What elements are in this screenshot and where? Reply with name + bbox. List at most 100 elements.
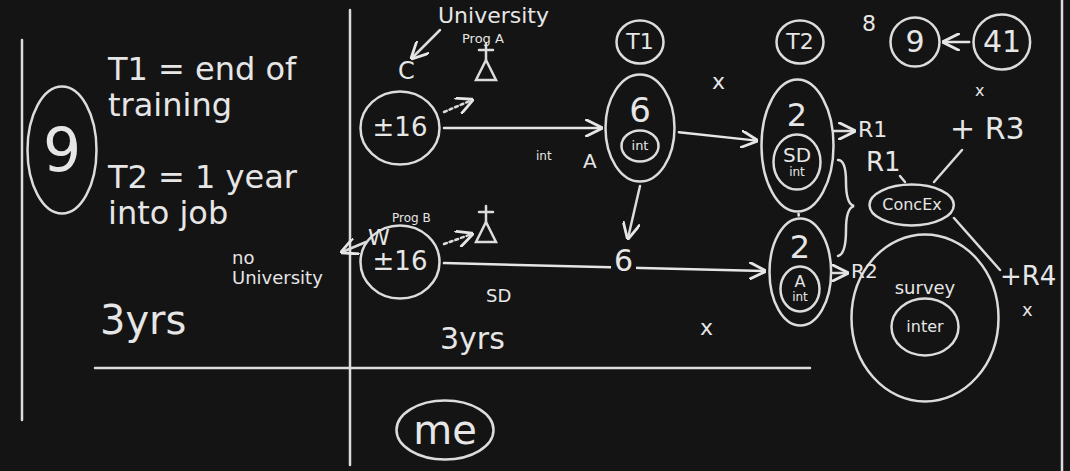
chalk-label: Prog B [392,212,431,225]
chalk-label: x [712,70,725,95]
chalk-line [1061,0,1064,471]
chalk-label: x [700,316,713,341]
chalk-ellipse [361,226,440,299]
a-circle: Aint [779,265,821,313]
node-text: 6 [629,93,651,129]
chalk-label: W [368,226,390,251]
chalk-line [476,60,496,80]
node-text: 41 [983,26,1021,58]
chalk-arrow [797,214,800,215]
node-text: T2 [786,30,813,53]
node-text: 9 [905,26,924,58]
chalk-ellipse [774,134,821,189]
node-text: 2 [790,231,810,265]
chalk-label: University [438,4,549,29]
node-outline [850,233,1000,403]
chalk-arrow [444,263,765,271]
chalk-ellipse [891,18,940,67]
chalk-arrow [679,132,757,140]
pointer-arrow [444,234,472,244]
chalk-ellipse [397,401,494,460]
callout-number: 9 [889,16,941,68]
me-circle: me [395,399,495,461]
chalk-label: no University [232,248,338,288]
node-text: 9 [43,119,81,182]
node-text: int [792,291,808,304]
chalk-ellipse [622,130,659,161]
concex-ellipse: ConcEx [868,183,955,227]
pointer-arrow [628,186,640,238]
chalk-ellipse [777,21,824,64]
chalk-label: int [536,150,552,163]
pointer-arrow [834,130,854,133]
chalk-line [900,176,905,182]
chalk-ellipse [617,21,664,64]
person-symbol [476,44,496,80]
chalk-label: 6 [611,244,636,278]
chalk-ellipse [769,219,831,326]
callout-number: 41 [972,13,1032,71]
sd-circle: SDint [772,133,822,191]
inter-circle: inter [890,297,960,357]
node-text: inter [906,319,943,336]
chalk-ellipse [28,87,97,214]
chalk-label: SD [486,286,511,306]
node-text: int [632,139,649,153]
chalk-line [476,222,496,242]
chalk-ellipse [892,299,959,356]
node-text: 2 [787,99,807,133]
node-text: survey [895,279,956,298]
chalk-arrow [944,41,969,44]
chalk-label: T1 = end of training [108,52,348,124]
chalk-line [479,211,493,214]
chalk-label: 3yrs [100,298,186,343]
chalk-brace [838,160,854,256]
chalk-line [349,10,352,465]
group-size: ±16 [359,90,441,166]
time-point: T1 [615,19,665,65]
time-point: T2 [775,19,825,65]
chalk-ellipse [870,185,954,226]
chalk-label: +R4 [1000,262,1056,291]
chalk-label: R1 [866,148,901,177]
chalk-label: A [583,150,597,172]
chalk-label: x [975,82,984,100]
chalk-ellipse [852,235,999,402]
chalk-ellipse [361,92,440,165]
chalk-label: C [398,58,415,85]
chalk-ellipse [780,266,819,311]
section-number: 9 [26,85,98,215]
person-symbol [476,206,496,242]
chalk-label: Prog A [462,32,504,47]
chalk-line [21,40,24,420]
node-text: SD [783,145,811,166]
chalk-label: R1 [858,118,887,143]
survey-circle: survey inter [850,233,1000,403]
node-text: ±16 [373,248,428,275]
chalk-label: + R3 [950,112,1025,146]
node-text: me [413,409,477,451]
stage-oval: 6 int [604,73,676,183]
chalk-ellipse [761,79,833,211]
pointer-arrow [833,272,847,275]
chalk-label: R2 [851,260,878,282]
stage-oval: 2Aint [768,217,833,327]
chalk-label: 8 [862,12,876,37]
node-text: ±16 [373,114,428,141]
chalk-label: T2 = 1 year into job [108,160,348,232]
node-text: A [795,274,806,291]
pointer-arrow [412,30,440,58]
node-text: T1 [626,30,653,53]
chalk-line [479,49,493,52]
int-circle: int [620,129,660,163]
chalk-ellipse [606,75,675,182]
chalk-ellipse [974,15,1031,70]
node-text: int [789,166,805,179]
chalk-arrow [444,127,601,130]
stage-oval: 2SDint [760,78,835,213]
node-text: ConcEx [882,197,941,214]
chalk-label: 3yrs [440,322,505,356]
chalk-line [95,367,810,370]
pointer-arrow [444,100,472,112]
